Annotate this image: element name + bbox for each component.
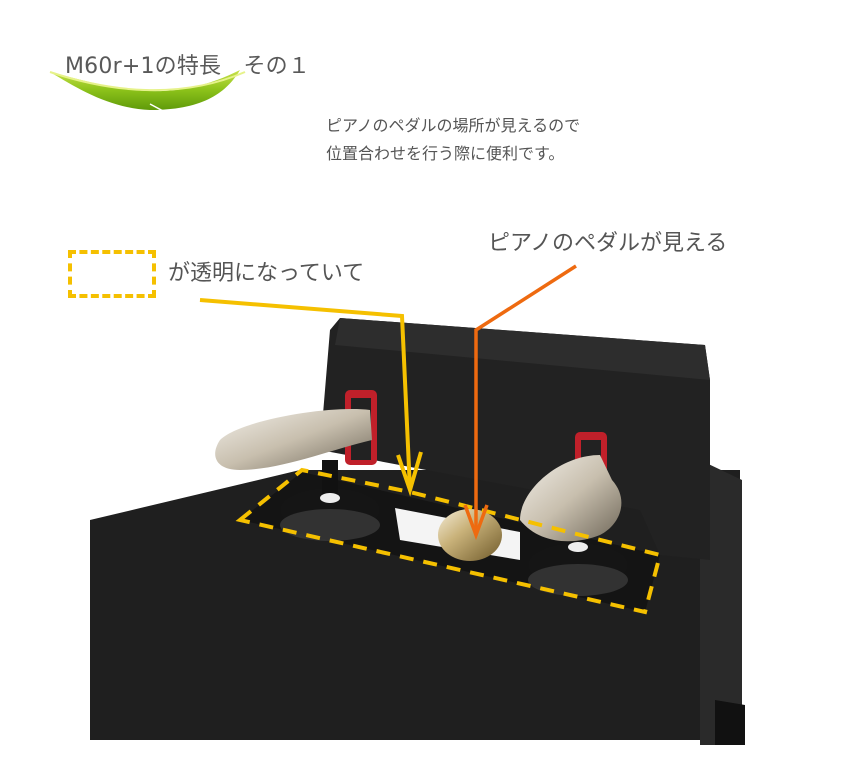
yellow-arrowhead [396,451,423,497]
yellow-leader-line [199,298,412,491]
pedal-visible-callout-label: ピアノのペダルが見える [488,231,728,256]
transparent-area-outline [235,467,663,615]
right-pedal-lever [520,455,622,542]
description-line-2: 位置合わせを行う際に便利です。 [326,144,565,163]
orange-arrowhead [463,504,489,541]
left-pedal-lever [215,409,372,470]
page-title: M60r+1の特長 その１ [65,54,311,79]
transparent-callout-label: が透明になっていて [168,261,365,286]
piano-pedal [438,509,502,561]
legend-dashed-box [68,250,156,298]
orange-leader-line [474,264,577,535]
description-line-1: ピアノのペダルの場所が見えるので [326,116,581,135]
